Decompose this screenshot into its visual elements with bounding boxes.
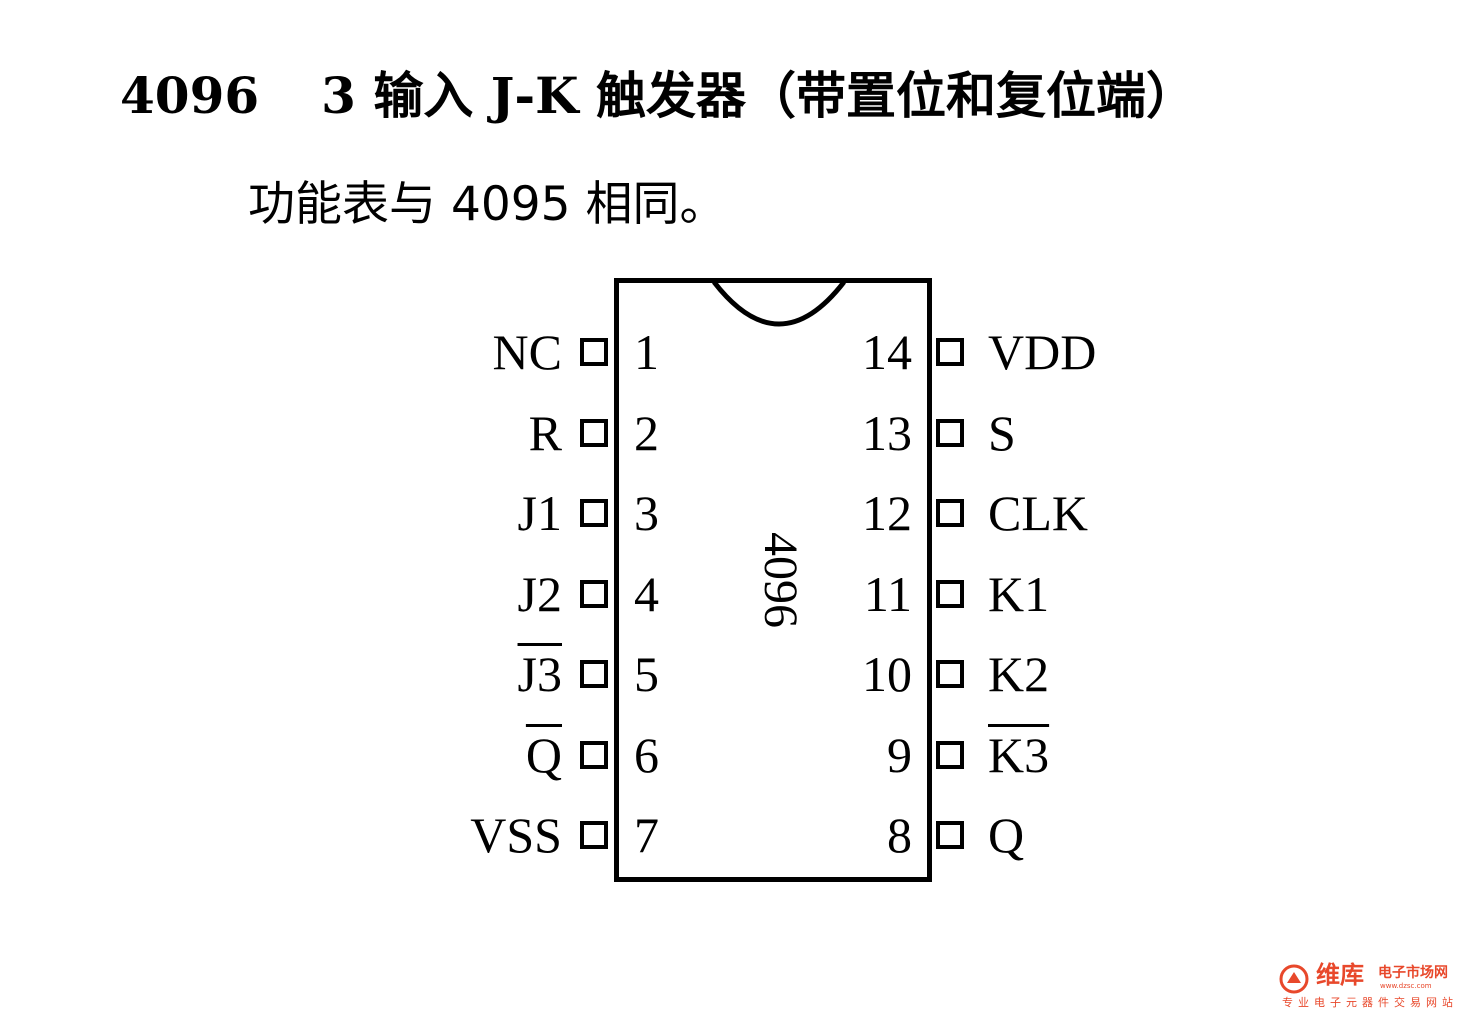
ic-package-outline (614, 278, 932, 882)
pin-1-label: NC (492, 324, 562, 380)
pin1-notch (712, 280, 846, 327)
pin-8-label: Q (988, 807, 1025, 863)
pin-13-label: S (988, 404, 1016, 461)
pin-13-pad (936, 418, 964, 447)
pin-14-number: 14 (862, 324, 912, 380)
pin-4-label: J2 (517, 565, 562, 622)
pin-11-label: K1 (988, 565, 1050, 622)
watermark-logo-icon (1279, 964, 1309, 994)
pin-9-number: 9 (887, 726, 912, 783)
pin-5-pad (580, 660, 608, 688)
pin-12-label: CLK (988, 485, 1088, 541)
pin-8-pad (936, 821, 964, 849)
pin-2-number: 2 (634, 404, 659, 461)
pin-2-pad (580, 418, 608, 447)
watermark-brand-sub: 电子市场网 (1378, 965, 1448, 981)
pin-11-pad (936, 579, 964, 608)
title-description: 3 输入 J-K 触发器（带置位和复位端） (321, 66, 1197, 125)
pin-10-pad (936, 660, 964, 688)
pin-11-number: 11 (863, 565, 912, 622)
pin-7-label: VSS (470, 807, 562, 863)
title-part-number: 4096 (120, 66, 260, 125)
pin-4-pad (580, 579, 608, 608)
pin-6-pad (580, 740, 608, 769)
function-table-note: 功能表与 4095 相同。 (248, 177, 727, 232)
pin-3-pad (580, 499, 608, 527)
watermark-url: www.dzsc.com (1380, 982, 1432, 990)
pin-7-number: 7 (634, 807, 659, 863)
pin-13-number: 13 (862, 404, 912, 461)
pin-9-label: K3 (988, 726, 1050, 783)
pin-3-label: J1 (517, 485, 562, 541)
pin-7-pad (580, 821, 608, 849)
chip-label: 4096 (754, 532, 807, 628)
pin-1-number: 1 (634, 324, 659, 380)
page-title: 4096 3 输入 J-K 触发器（带置位和复位端） (120, 58, 1196, 134)
watermark: 维库 电子市场网 www.dzsc.com 专业电子元器件交易网站 (1278, 960, 1466, 1012)
pin-5-number: 5 (634, 646, 659, 702)
pin-12-pad (936, 499, 964, 527)
pin-14-label: VDD (988, 324, 1097, 380)
watermark-brand: 维库 (1316, 961, 1364, 989)
pin-6-label: Q (525, 726, 562, 783)
pin-3-number: 3 (634, 485, 659, 541)
pin-2-label: R (528, 404, 562, 461)
watermark-slogan: 专业电子元器件交易网站 (1282, 996, 1458, 1009)
pin-5-label: J3 (517, 646, 562, 702)
pin-10-label: K2 (988, 646, 1050, 702)
pin-12-number: 12 (862, 485, 912, 541)
pin-4-number: 4 (634, 565, 659, 622)
pin-6-number: 6 (634, 726, 659, 783)
pin-8-number: 8 (887, 807, 912, 863)
pin-9-pad (936, 740, 964, 769)
pin-14-pad (936, 338, 964, 366)
pin-10-number: 10 (862, 646, 912, 702)
pin-1-pad (580, 338, 608, 366)
